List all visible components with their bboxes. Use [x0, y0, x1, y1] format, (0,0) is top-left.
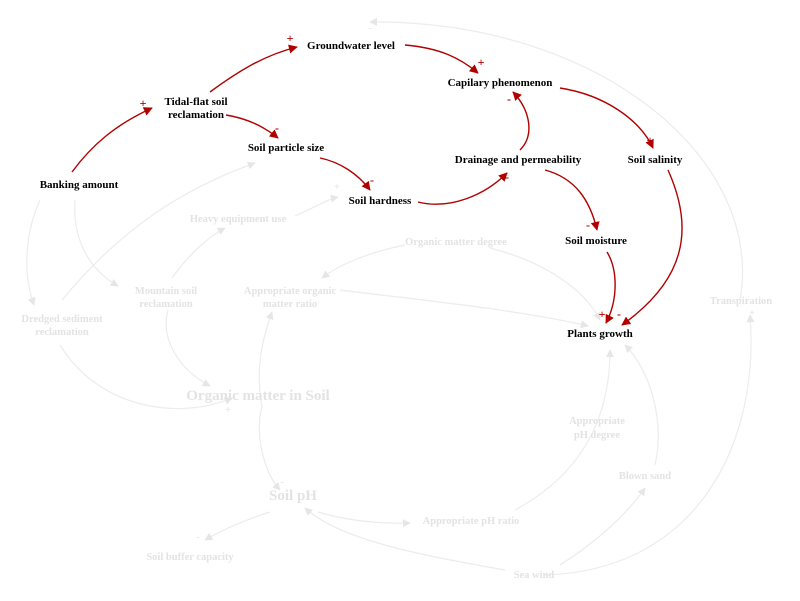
- link-organic-to-appropriate-organic: [258, 311, 274, 408]
- link-heavy-to-hardness: [294, 194, 339, 217]
- node-banking-amount: Banking amount: [40, 179, 119, 191]
- sign-plus-capilary: +: [478, 55, 485, 69]
- node-soil-hardness: Soil hardness: [349, 195, 412, 207]
- sign-faded-minus-ph: -: [280, 477, 283, 488]
- link-mountain-to-organic: [165, 309, 211, 387]
- link-appropriate-organic-to-plants: [339, 289, 589, 329]
- link-dredged-to-particle: [61, 161, 256, 301]
- polarity-signs: + + + - - - - + - + - - + + + + - -: [30, 23, 755, 543]
- sign-minus-particle: -: [275, 121, 279, 135]
- link-tidal-to-groundwater: [209, 44, 298, 93]
- link-hardness-to-drainage: [417, 172, 508, 205]
- sign-faded-plus-top: -: [368, 23, 371, 34]
- link-blown-sand-to-plants: [624, 344, 659, 466]
- node-dredged-line2: reclamation: [35, 327, 89, 338]
- sign-faded-plus-hardness: +: [334, 182, 340, 193]
- node-groundwater-level: Groundwater level: [307, 40, 395, 52]
- sign-plus-salinity: +: [647, 133, 654, 147]
- node-soil-salinity: Soil salinity: [628, 154, 683, 166]
- link-sea-wind-to-ph: [304, 507, 506, 571]
- node-tidal-flat-line1: Tidal-flat soil: [164, 96, 227, 108]
- node-soil-particle-size: Soil particle size: [248, 142, 324, 154]
- link-transpiration-to-groundwater: [369, 17, 744, 301]
- sign-faded-plus-transpiration: +: [749, 308, 755, 319]
- sign-minus-moisture: -: [586, 218, 590, 232]
- link-banking-to-dredged: [26, 199, 41, 306]
- node-drainage-permeability: Drainage and permeability: [455, 154, 582, 166]
- sign-faded-plus-dredged: +: [30, 295, 36, 306]
- node-capilary-phenomenon: Capilary phenomenon: [448, 77, 553, 89]
- link-sea-wind-to-transpiration: [544, 314, 755, 576]
- sign-faded-minus-buffer: -: [196, 532, 199, 543]
- node-organic-matter-soil: Organic matter in Soil: [186, 388, 329, 404]
- link-drainage-to-moisture: [544, 169, 600, 231]
- link-capilary-to-salinity: [559, 87, 654, 149]
- link-tidal-to-particle: [225, 114, 279, 139]
- active-links: [71, 44, 683, 326]
- node-heavy-equipment: Heavy equipment use: [190, 214, 287, 225]
- link-organic-degree-to-appropriate: [321, 244, 406, 279]
- link-sea-wind-to-blown-sand: [559, 487, 646, 566]
- link-drainage-to-capilary: [512, 91, 530, 151]
- link-banking-to-mountain: [74, 199, 119, 287]
- node-appropriate-ph-degree-line2: pH degree: [574, 430, 621, 441]
- link-ph-ratio-to-plants: [514, 349, 614, 511]
- faded-links: [26, 17, 755, 576]
- node-blown-sand: Blown sand: [619, 471, 671, 482]
- link-ph-to-buffer: [204, 511, 271, 541]
- node-appropriate-organic-line1: Appropriate organic: [244, 286, 337, 297]
- node-soil-ph: Soil pH: [269, 488, 317, 504]
- node-soil-buffer-capacity: Soil buffer capacity: [146, 552, 234, 563]
- link-organic-to-ph: [258, 406, 281, 491]
- node-soil-moisture: Soil moisture: [565, 235, 627, 247]
- active-nodes: Banking amount Tidal-flat soil reclamati…: [40, 40, 683, 340]
- node-appropriate-ph-degree-line1: Appropriate: [569, 416, 625, 427]
- link-particle-to-hardness: [319, 157, 371, 191]
- sign-plus-groundwater: +: [287, 31, 294, 45]
- link-organic-degree-to-plants: [489, 247, 601, 321]
- link-ph-to-appropriate-ph: [317, 511, 411, 528]
- node-mountain-soil-line2: reclamation: [139, 299, 193, 310]
- node-appropriate-organic-line2: matter ratio: [263, 299, 317, 310]
- link-moisture-to-plants: [605, 251, 616, 324]
- sign-minus-hardness: -: [370, 173, 374, 187]
- sign-minus-capilary: -: [507, 92, 511, 106]
- link-groundwater-to-capilary: [404, 44, 479, 74]
- node-dredged-line1: Dredged sediment: [21, 314, 103, 325]
- sign-plus-tidal: +: [140, 96, 147, 110]
- link-salinity-to-plants: [621, 169, 683, 326]
- sign-plus-plants: +: [599, 307, 606, 321]
- sign-faded-plus-organic: +: [225, 405, 231, 416]
- node-transpiration: Transpiration: [710, 296, 772, 307]
- node-organic-matter-degree: Organic matter degree: [405, 237, 507, 248]
- node-plants-growth: Plants growth: [567, 328, 633, 340]
- link-mountain-to-heavy: [171, 227, 226, 279]
- node-tidal-flat-line2: reclamation: [168, 109, 224, 121]
- link-dredged-to-organic: [59, 344, 233, 410]
- sign-minus-drainage: -: [505, 170, 509, 184]
- faded-nodes: Heavy equipment use Organic matter degre…: [21, 214, 772, 581]
- link-banking-to-tidal: [71, 107, 153, 173]
- node-sea-wind: Sea wind: [514, 570, 555, 581]
- node-appropriate-ph-ratio: Appropriate pH ratio: [423, 516, 520, 527]
- sign-minus-plants: -: [617, 307, 621, 321]
- node-mountain-soil-line1: Mountain soil: [135, 286, 197, 297]
